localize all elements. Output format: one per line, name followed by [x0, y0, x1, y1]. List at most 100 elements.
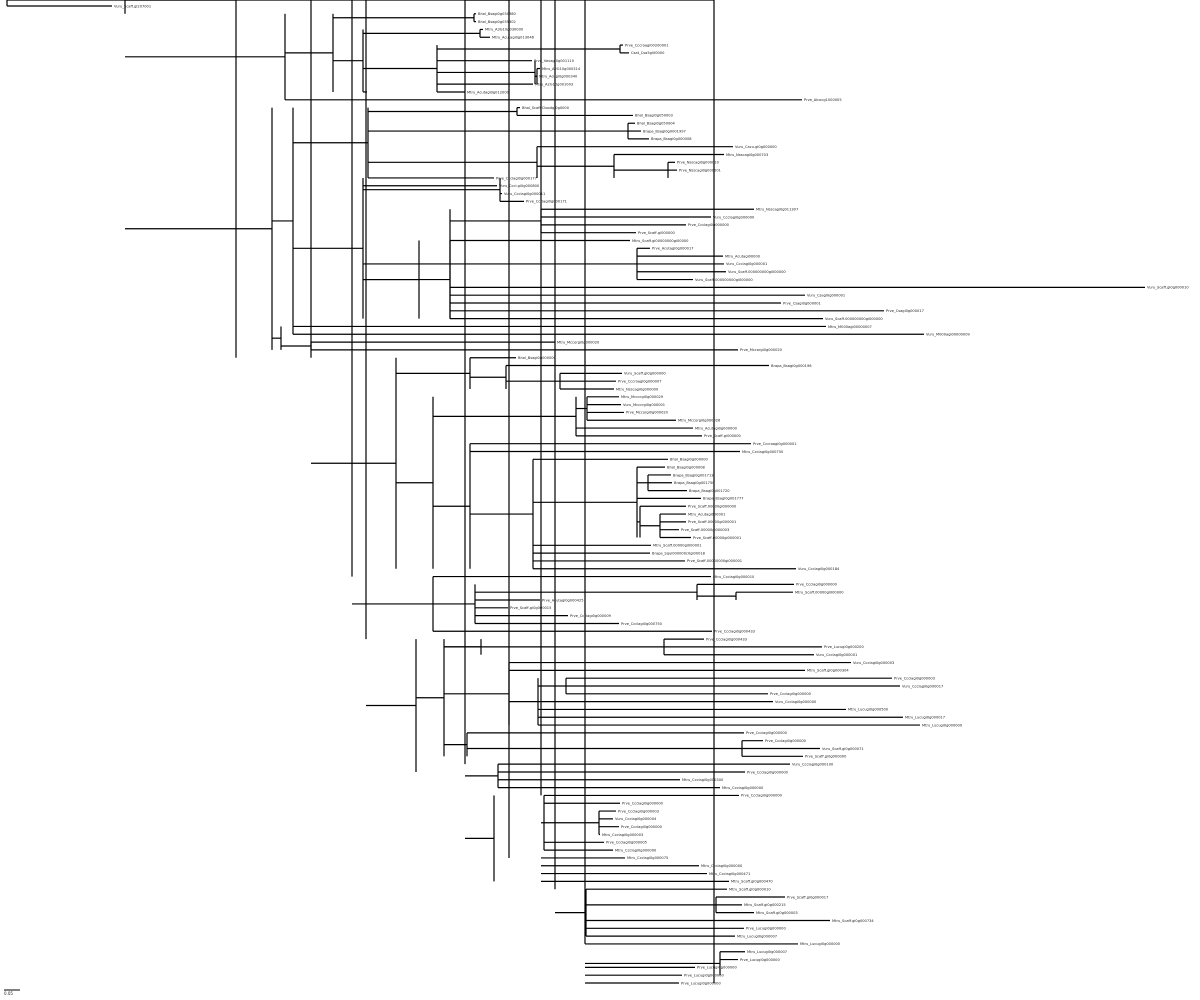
- leaf-label: Prve_Ccclagi0g000003: [894, 676, 935, 680]
- leaf-label: Brapa_Bsagi0g000196: [771, 364, 812, 368]
- leaf-label: Prve_Scaff.00000gi000001: [693, 536, 741, 540]
- tree-leaf-labels: Vuru_Scaff.gi207001Bhol_Bsagi0g030980Bho…: [114, 4, 1189, 985]
- leaf-label: Prve_Scaff.00000gi000000: [688, 505, 737, 509]
- leaf-label: Prve_Ccclagi0g000000: [621, 825, 663, 829]
- leaf-label: Prve_Scaff.gi000000: [638, 231, 676, 235]
- leaf-label: Brapa_Bsagi0g001720: [689, 489, 730, 493]
- leaf-label: Vuru_Scaff.000000000gi000000: [825, 317, 883, 321]
- leaf-label: Prve_Ccclagi0g000000: [688, 223, 730, 227]
- leaf-label: Bhol_Bsagi0g000000: [670, 458, 709, 462]
- leaf-label: Mtru_Scaff.gi0g000010: [729, 888, 771, 892]
- leaf-label: Mtru_Acutagi000001: [688, 512, 725, 516]
- leaf-label: Mtru_Acutagi00000: [725, 254, 761, 258]
- leaf-label: Bhol_Bsagi0g030980: [478, 12, 517, 16]
- leaf-label: Prve_Lucugi0g000000: [681, 981, 721, 985]
- leaf-label: Bhol_Bsagi0g000000: [518, 356, 557, 360]
- leaf-label: Brapa_Bsagi0g001750: [674, 481, 715, 485]
- leaf-label: Prve_Ccclagi0g000171: [526, 200, 567, 204]
- leaf-label: Mtru_Lucugi0g000500: [848, 708, 889, 712]
- leaf-label: Vuru_Scaff.gi0g000071: [822, 747, 864, 751]
- leaf-label: Prve_Mccorgi0g000020: [626, 411, 669, 415]
- leaf-label: Mtru_Ccclagi0g000000: [701, 864, 743, 868]
- leaf-label: Prve_Lucugi0g000200: [824, 645, 864, 649]
- leaf-label: Bhol_Scaff.Cloodgi0g0000: [522, 106, 570, 110]
- leaf-label: Mtru_Ccclagi0g000010: [713, 575, 755, 579]
- scale-bar-label: 0.05: [4, 991, 13, 996]
- leaf-label: Vuru_Ccclagi0g000003: [853, 661, 894, 665]
- leaf-label: Vuru_Scaff.000000000gi000000: [695, 278, 753, 282]
- leaf-label: Vuru_Scaff.gi0g000010: [1147, 286, 1189, 290]
- leaf-label: Prve_Ccclagi0g000000: [796, 583, 838, 587]
- leaf-label: Prve_Scaff.00000gi000003: [681, 528, 729, 532]
- leaf-label: Prve_Alcocg1000005: [804, 98, 842, 102]
- leaf-label: Prve_Cccroagi0g000007: [618, 379, 662, 383]
- leaf-label: Bhol_Bsagi0g000008: [667, 465, 706, 469]
- leaf-label: Prve_Cccroagi00200001: [625, 43, 669, 47]
- leaf-label: Vuru_Ccclagi0g000184: [798, 567, 840, 571]
- leaf-label: Mtru_Ccclagi0g000300: [682, 778, 724, 782]
- leaf-label: Prve_Lucugi0g000000: [740, 958, 780, 962]
- leaf-label: Mtru_Acutagi0g013046: [492, 36, 535, 40]
- leaf-label: Mtru_Nsscagi0g000703: [726, 153, 768, 157]
- leaf-label: Prve_Mccorgi0g000020: [740, 348, 783, 352]
- leaf-label: Mtru_Scaff.00000gi000000: [795, 591, 844, 595]
- leaf-label: Brapa_Bsagi0g0001997: [643, 129, 686, 133]
- leaf-label: Mtru_Nsscagi0g000000: [616, 387, 659, 391]
- leaf-label: Mtru_Mccorgi0g000020: [557, 340, 600, 344]
- leaf-label: Csat_Csa5gi00000: [631, 51, 665, 55]
- leaf-label: Mtru_Ccclagi0g000471: [709, 872, 750, 876]
- leaf-label: Mtru_A2G10g001003: [535, 82, 573, 86]
- leaf-label: Mtru_Acutagi0g000000: [695, 426, 738, 430]
- leaf-label: Prve_Lucugi0g000000: [697, 966, 737, 970]
- leaf-label: Prve_Nsscagi0g000010: [677, 161, 720, 165]
- leaf-label: Vuru_Ccclagi0g000001: [816, 653, 857, 657]
- leaf-label: Mtru_A3G10g030000: [485, 28, 524, 32]
- scale-bar: 0.05: [4, 989, 20, 996]
- leaf-label: Mtru_Acugi0g000340: [539, 75, 578, 79]
- leaf-label: Mtru_Ccclagi0g000003: [602, 833, 643, 837]
- leaf-label: Prve_Scaff.gi000000: [704, 434, 742, 438]
- leaf-label: Prve_Acutagi0g000425: [542, 598, 584, 602]
- leaf-label: Brapa_Bsagi0g000008: [651, 137, 692, 141]
- leaf-label: Prve_Cccroagi0g000001: [753, 442, 797, 446]
- leaf-label: Mtru_Scaff.gi0g000470: [731, 880, 773, 884]
- leaf-label: Mtru_Scaff.gi0g000003: [756, 911, 798, 915]
- leaf-label: Mtru_Lucugi0g000000: [800, 942, 841, 946]
- tree-branches: [6, 0, 1145, 984]
- leaf-label: Mtru_Ccclagi0g000000: [615, 848, 657, 852]
- leaf-label: Prve_Ccclagi0g000177: [496, 176, 537, 180]
- leaf-label: Bhol_Bsagi0g050004: [637, 122, 676, 126]
- leaf-label: Prve_Ccclagi0g000009: [570, 614, 612, 618]
- leaf-label: Vuru_Csagi0g000001: [807, 293, 845, 297]
- leaf-label: Vuru_Ccclagi0g000000: [713, 215, 755, 219]
- leaf-label: Prve_Csagi0g000017: [886, 309, 924, 313]
- leaf-label: Mtru_Scaff.gi00000000gi00000: [632, 239, 689, 243]
- leaf-label: Mtru_Nsscagi0g011307: [756, 208, 798, 212]
- leaf-label: Prve_Ccclagi0g000433: [706, 637, 747, 641]
- leaf-label: Mtru_Lucugi0g000007: [747, 950, 787, 954]
- leaf-label: Brapa_Squi000000c0gi00018: [652, 551, 706, 555]
- leaf-label: Mtru_Lucugi0g000009: [922, 723, 963, 727]
- leaf-label: Prve_Ccclagi0g000000: [770, 692, 812, 696]
- leaf-label: Mtru_A2G10g000314: [542, 67, 581, 71]
- leaf-label: Mtru_Scaff.gi0g000304: [807, 669, 849, 673]
- leaf-label: Vuru_Mcccrgi0g000001: [623, 403, 665, 407]
- leaf-label: Prve_Scaff.00000gi000001: [688, 520, 736, 524]
- leaf-label: Mtru_Mcccrgi0g000029: [621, 395, 664, 399]
- leaf-label: Prve_Csagi0g000001: [783, 301, 821, 305]
- leaf-label: Vuru_Ccclagi0g000004: [615, 817, 657, 821]
- leaf-label: Bhol_Bsagi0g035302: [478, 20, 516, 24]
- leaf-label: Prve_Ccclagi0g000000: [622, 802, 664, 806]
- leaf-label: Mtru_Mccorgi0g000026: [678, 419, 721, 423]
- leaf-label: Brapa_Bsagi0g001713: [673, 473, 714, 477]
- leaf-label: Vuru_Ccclagi0g000011: [504, 192, 545, 196]
- leaf-label: Prve_Ccclagi0g000000: [747, 770, 789, 774]
- leaf-label: Vuru_Ccclagi0g000100: [792, 762, 834, 766]
- leaf-label: Prve_Ccclagi0g000000: [765, 739, 807, 743]
- leaf-label: Prve_Ccclagi0g000000: [741, 794, 783, 798]
- leaf-label: Prve_Lucugi0g000000: [746, 927, 786, 931]
- leaf-label: Vuru_Cccl.gi0g000800: [499, 184, 540, 188]
- leaf-label: Vuru_Scaff.gi0g000000: [624, 372, 666, 376]
- leaf-label: Vuru_Ccclagi0g000017: [902, 684, 943, 688]
